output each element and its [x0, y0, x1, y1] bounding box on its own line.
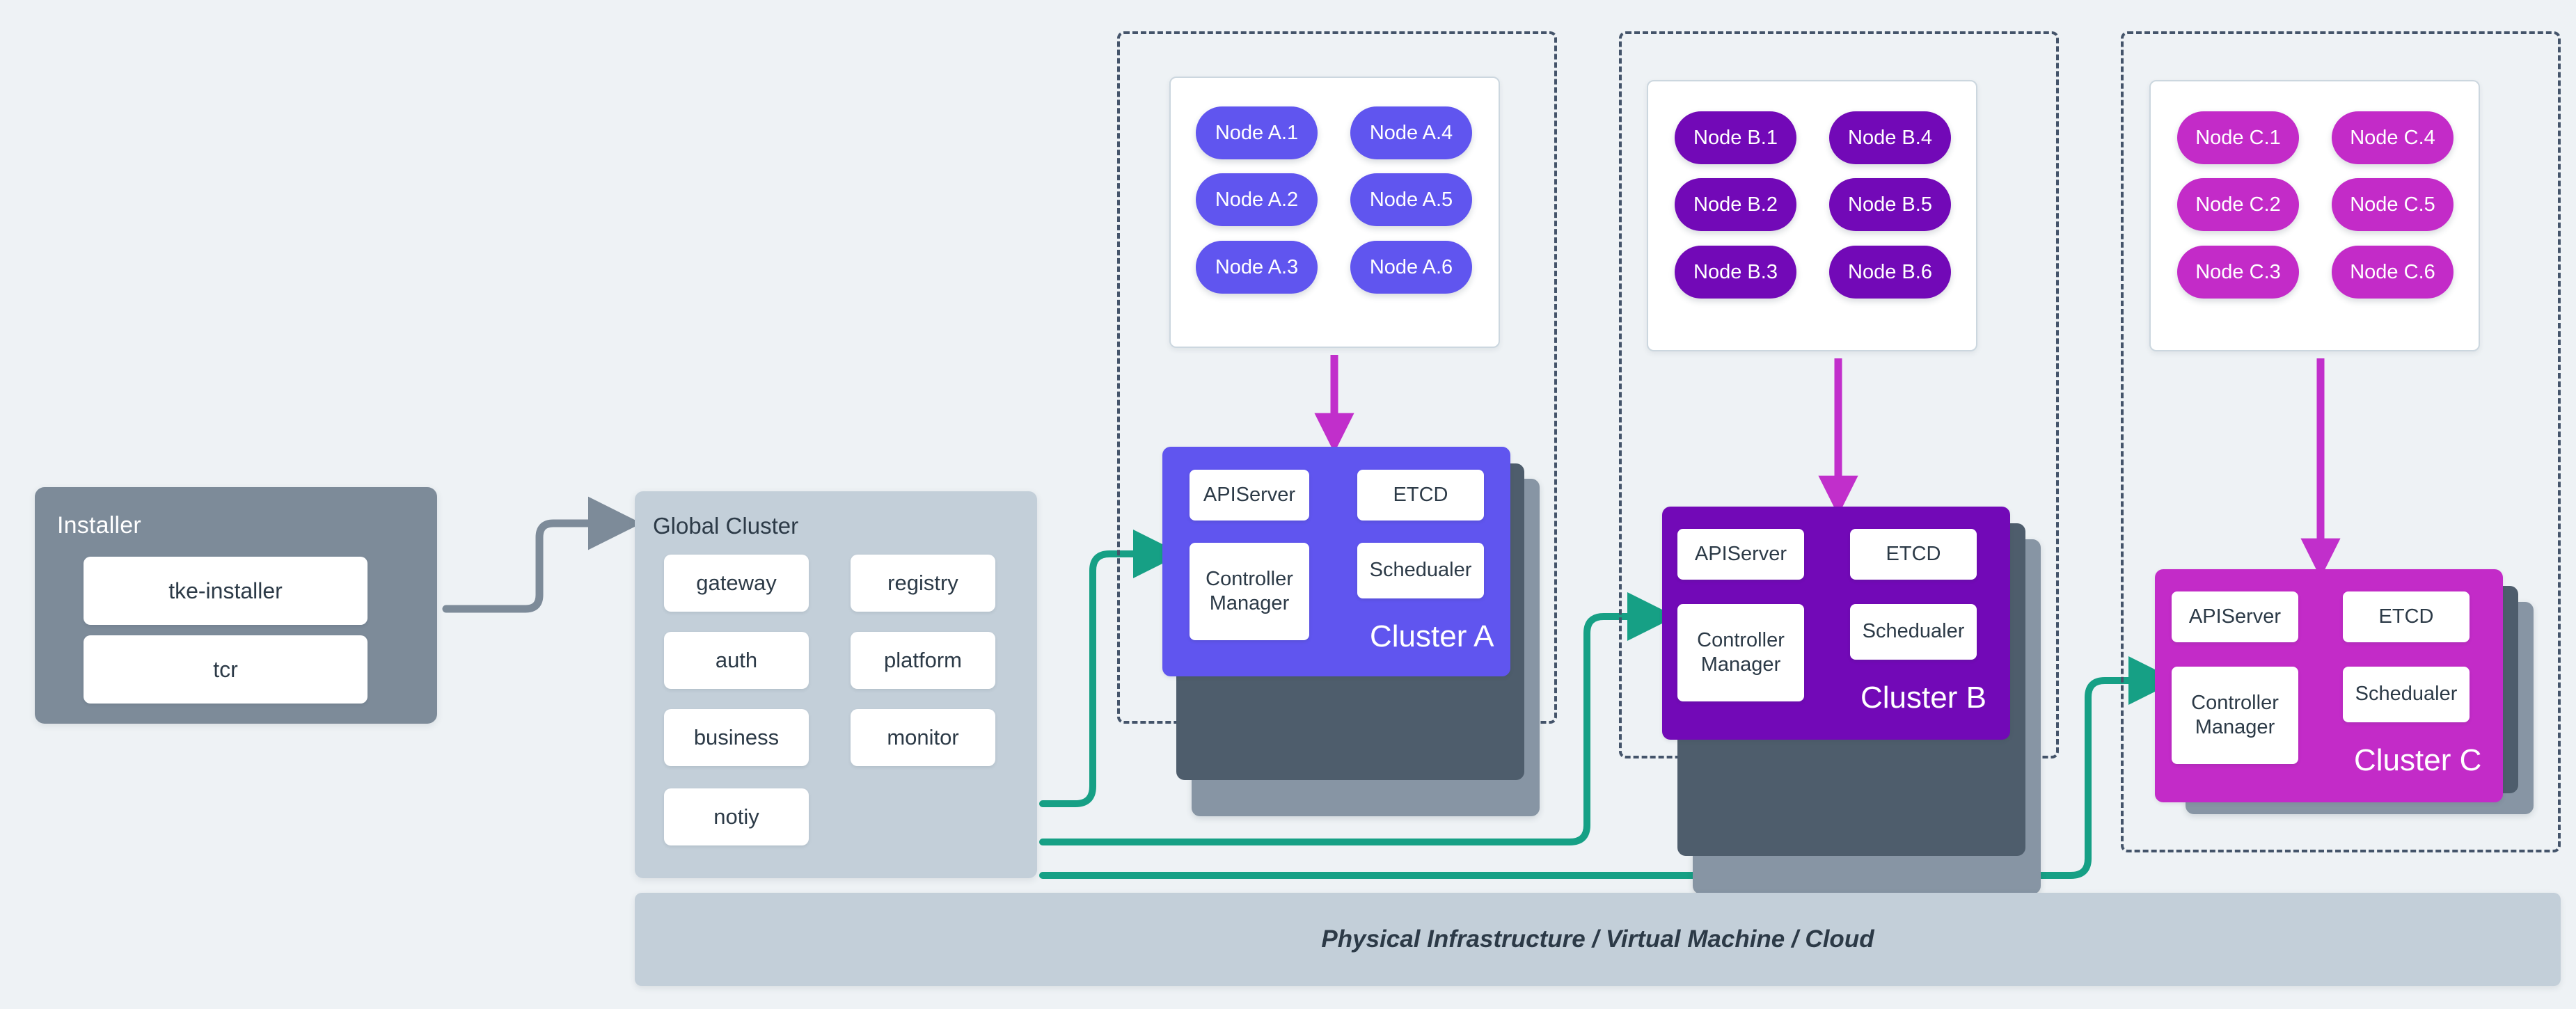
- node-pill-a5[interactable]: Node A.5: [1350, 173, 1472, 226]
- cp-c-schedualer[interactable]: Schedualer: [2343, 667, 2470, 722]
- node-pill-b3[interactable]: Node B.3: [1675, 246, 1796, 299]
- cp-b-controller-manager[interactable]: Controller Manager: [1677, 604, 1804, 701]
- installer-item-tcr[interactable]: tcr: [84, 635, 368, 704]
- node-pill-b4[interactable]: Node B.4: [1829, 111, 1951, 164]
- node-pill-c6[interactable]: Node C.6: [2332, 246, 2453, 299]
- arrow-installer-to-global: [442, 496, 642, 613]
- node-pill-a1[interactable]: Node A.1: [1196, 106, 1318, 159]
- node-pill-b2[interactable]: Node B.2: [1675, 178, 1796, 231]
- node-pill-c5[interactable]: Node C.5: [2332, 178, 2453, 231]
- node-pill-c1[interactable]: Node C.1: [2177, 111, 2299, 164]
- node-pill-b5[interactable]: Node B.5: [1829, 178, 1951, 231]
- cp-c-etcd[interactable]: ETCD: [2343, 591, 2470, 642]
- global-item-gateway[interactable]: gateway: [664, 555, 809, 612]
- installer-title: Installer: [57, 512, 141, 539]
- infrastructure-label: Physical Infrastructure / Virtual Machin…: [1321, 925, 1874, 953]
- global-cluster-title: Global Cluster: [653, 513, 799, 539]
- cp-a-apiserver[interactable]: APIServer: [1190, 470, 1309, 521]
- cluster-a-name: Cluster A: [1370, 619, 1494, 653]
- global-item-registry[interactable]: registry: [851, 555, 995, 612]
- cp-a-schedualer[interactable]: Schedualer: [1357, 543, 1484, 598]
- global-item-platform[interactable]: platform: [851, 632, 995, 689]
- cp-a-etcd[interactable]: ETCD: [1357, 470, 1484, 521]
- node-pill-c4[interactable]: Node C.4: [2332, 111, 2453, 164]
- global-item-business[interactable]: business: [664, 709, 809, 766]
- node-pill-c2[interactable]: Node C.2: [2177, 178, 2299, 231]
- cp-a-controller-manager[interactable]: Controller Manager: [1190, 543, 1309, 640]
- node-pill-a6[interactable]: Node A.6: [1350, 241, 1472, 294]
- node-pill-a2[interactable]: Node A.2: [1196, 173, 1318, 226]
- cluster-zone-c: [2121, 31, 2561, 852]
- global-item-monitor[interactable]: monitor: [851, 709, 995, 766]
- node-pill-c3[interactable]: Node C.3: [2177, 246, 2299, 299]
- node-pill-a4[interactable]: Node A.4: [1350, 106, 1472, 159]
- cluster-c-name: Cluster C: [2354, 743, 2482, 777]
- cp-c-apiserver[interactable]: APIServer: [2172, 591, 2298, 642]
- cluster-b-name: Cluster B: [1860, 681, 1986, 715]
- cp-c-controller-manager[interactable]: Controller Manager: [2172, 667, 2298, 764]
- node-pill-a3[interactable]: Node A.3: [1196, 241, 1318, 294]
- infrastructure-bar: Physical Infrastructure / Virtual Machin…: [635, 893, 2561, 986]
- global-item-notiy[interactable]: notiy: [664, 788, 809, 845]
- global-item-auth[interactable]: auth: [664, 632, 809, 689]
- cp-b-etcd[interactable]: ETCD: [1850, 529, 1977, 580]
- cp-b-schedualer[interactable]: Schedualer: [1850, 604, 1977, 660]
- node-pill-b6[interactable]: Node B.6: [1829, 246, 1951, 299]
- installer-item-tke-installer[interactable]: tke-installer: [84, 557, 368, 625]
- node-pill-b1[interactable]: Node B.1: [1675, 111, 1796, 164]
- cp-b-apiserver[interactable]: APIServer: [1677, 529, 1804, 580]
